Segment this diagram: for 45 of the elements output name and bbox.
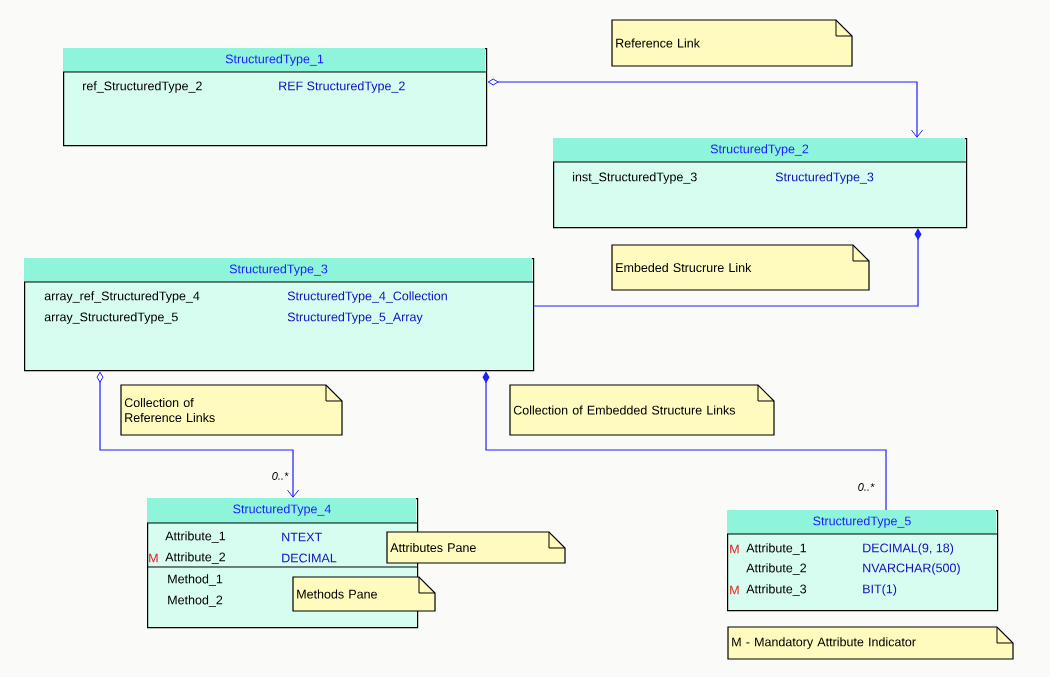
connector [482,371,887,511]
attribute-type: StructuredType_4_Collection [287,291,447,303]
attribute-name: Attribute_2 [165,552,226,564]
note: Collection of Embedded Structure Links [509,384,775,436]
multiplicity-label: 0..* [856,482,876,492]
attribute-type: NVARCHAR(500) [863,563,960,575]
attribute-type: DECIMAL(9, 18) [863,543,954,555]
attribute-name: Attribute_2 [746,563,806,575]
class-box [726,510,999,612]
class-name: StructuredType_1 [225,54,324,66]
attribute-name: array_StructuredType_5 [44,312,178,324]
class-box [23,258,535,372]
note: Reference Link [611,19,853,67]
attribute-name: array_ref_StructuredType_4 [44,291,200,303]
note: Attributes Pane [386,531,566,564]
attribute-type: BIT(1) [863,584,897,596]
mandatory-marker: M [149,553,158,563]
method-name: Method_2 [168,595,223,607]
attribute-type: StructuredType_5_Array [287,312,423,324]
class-name: StructuredType_2 [710,144,809,156]
attribute-name: Attribute_1 [746,543,807,555]
connector [96,371,299,498]
note: Collection of Reference Links [120,384,343,436]
connector [533,228,922,307]
class-box [552,138,968,229]
attribute-name: Attribute_3 [746,584,807,596]
attribute-name: Attribute_1 [165,531,226,543]
note: M - Mandatory Attribute Indicator [727,626,1014,660]
class-box [62,48,488,147]
attribute-name: ref_StructuredType_2 [83,81,202,93]
mandatory-marker: M [730,585,739,595]
class-name: StructuredType_3 [229,264,328,276]
attribute-type: StructuredType_3 [775,172,874,184]
note: Methods Pane [292,576,436,612]
attribute-type: NTEXT [282,532,322,542]
mandatory-marker: M [730,544,739,554]
multiplicity-label: 0..* [270,471,290,481]
attribute-name: inst_StructuredType_3 [573,172,697,184]
class-name: StructuredType_5 [813,516,911,528]
connector [487,78,923,138]
attribute-type: DECIMAL [282,553,337,563]
note: Embeded Strucrure Link [611,244,870,291]
attribute-type: REF StructuredType_2 [279,81,405,93]
method-name: Method_1 [168,574,223,586]
class-name: StructuredType_4 [233,504,331,516]
